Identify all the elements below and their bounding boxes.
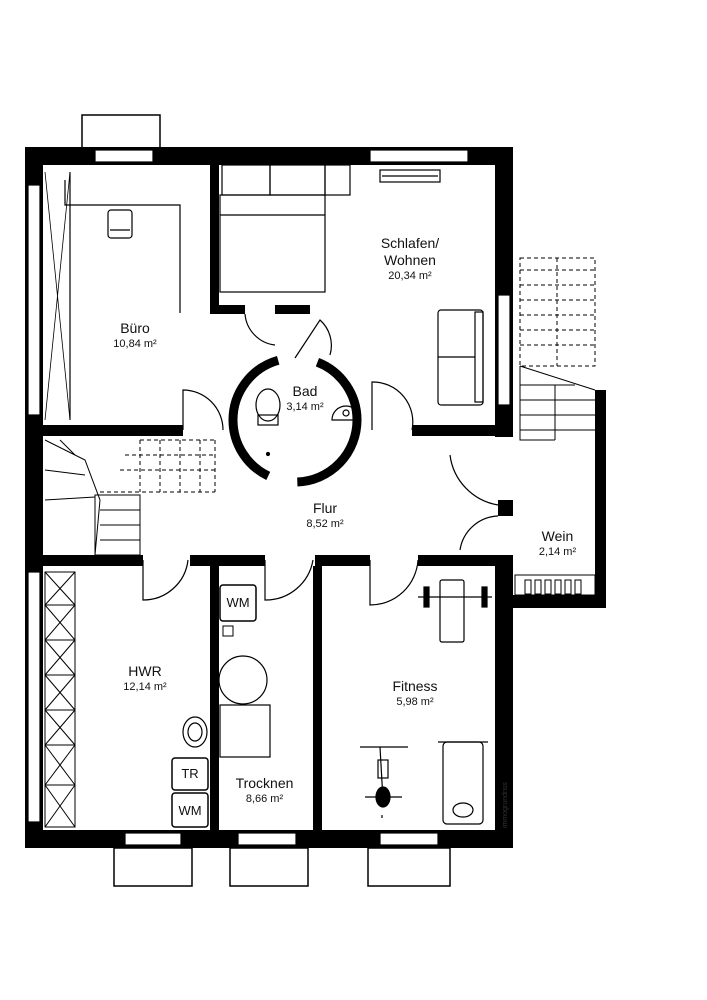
hwr-sink (182, 716, 208, 748)
room-name: Büro (120, 320, 150, 336)
bathroom-fixtures (255, 388, 361, 457)
wine-shelf (514, 574, 596, 596)
room-area: 3,14 m² (286, 401, 324, 413)
room-name: Flur (312, 500, 338, 516)
hwr-machines (171, 757, 209, 828)
room-label-schlafen: Schlafen/ Wohnen 20,34 m² (360, 235, 460, 283)
room-area: 8,66 m² (245, 793, 284, 805)
room-name: HWR (128, 663, 162, 679)
room-name-line2: Wohnen (384, 252, 436, 268)
room-name: Fitness (392, 678, 438, 694)
room-label-hwr: HWR 12,14 m² (100, 663, 190, 694)
room-name: Bad (292, 383, 318, 399)
dryer-label: TR (181, 766, 199, 781)
window-ledges (81, 114, 451, 887)
room-label-bad: Bad 3,14 m² (270, 383, 340, 414)
room-area: 5,98 m² (396, 696, 434, 708)
trocknen-fixtures (218, 584, 271, 758)
washing-machine-label: WM (226, 595, 250, 610)
bench-press (418, 579, 492, 643)
stairs-left (44, 439, 216, 556)
exercise-bike (360, 746, 408, 818)
windows (27, 149, 511, 846)
room-area: 2,14 m² (538, 546, 577, 558)
room-area: 12,14 m² (123, 681, 167, 693)
hwr-shelving (44, 571, 76, 828)
bed (219, 164, 351, 293)
treadmill (438, 741, 488, 825)
room-area: 8,52 m² (306, 518, 344, 530)
room-label-fitness: Fitness 5,98 m² (370, 678, 460, 709)
room-name: Schlafen/ (380, 235, 440, 251)
doors (142, 313, 499, 606)
room-area: 20,34 m² (388, 270, 432, 282)
room-label-wein: Wein 2,14 m² (525, 528, 590, 559)
room-name: Wein (541, 528, 574, 544)
room-area: 10,84 m² (113, 338, 157, 350)
watermark: immogrundriss (502, 782, 509, 828)
sofa (437, 309, 484, 406)
buero-desk (44, 171, 181, 421)
room-label-flur: Flur 8,52 m² (280, 500, 370, 531)
wardrobe (379, 169, 441, 183)
room-label-trocknen: Trocknen 8,66 m² (222, 775, 307, 806)
interior-walls (43, 165, 513, 836)
room-label-buero: Büro 10,84 m² (90, 320, 180, 351)
stairs-outside (519, 257, 596, 441)
room-name: Trocknen (235, 775, 294, 791)
washing-machine-label: WM (178, 803, 202, 818)
